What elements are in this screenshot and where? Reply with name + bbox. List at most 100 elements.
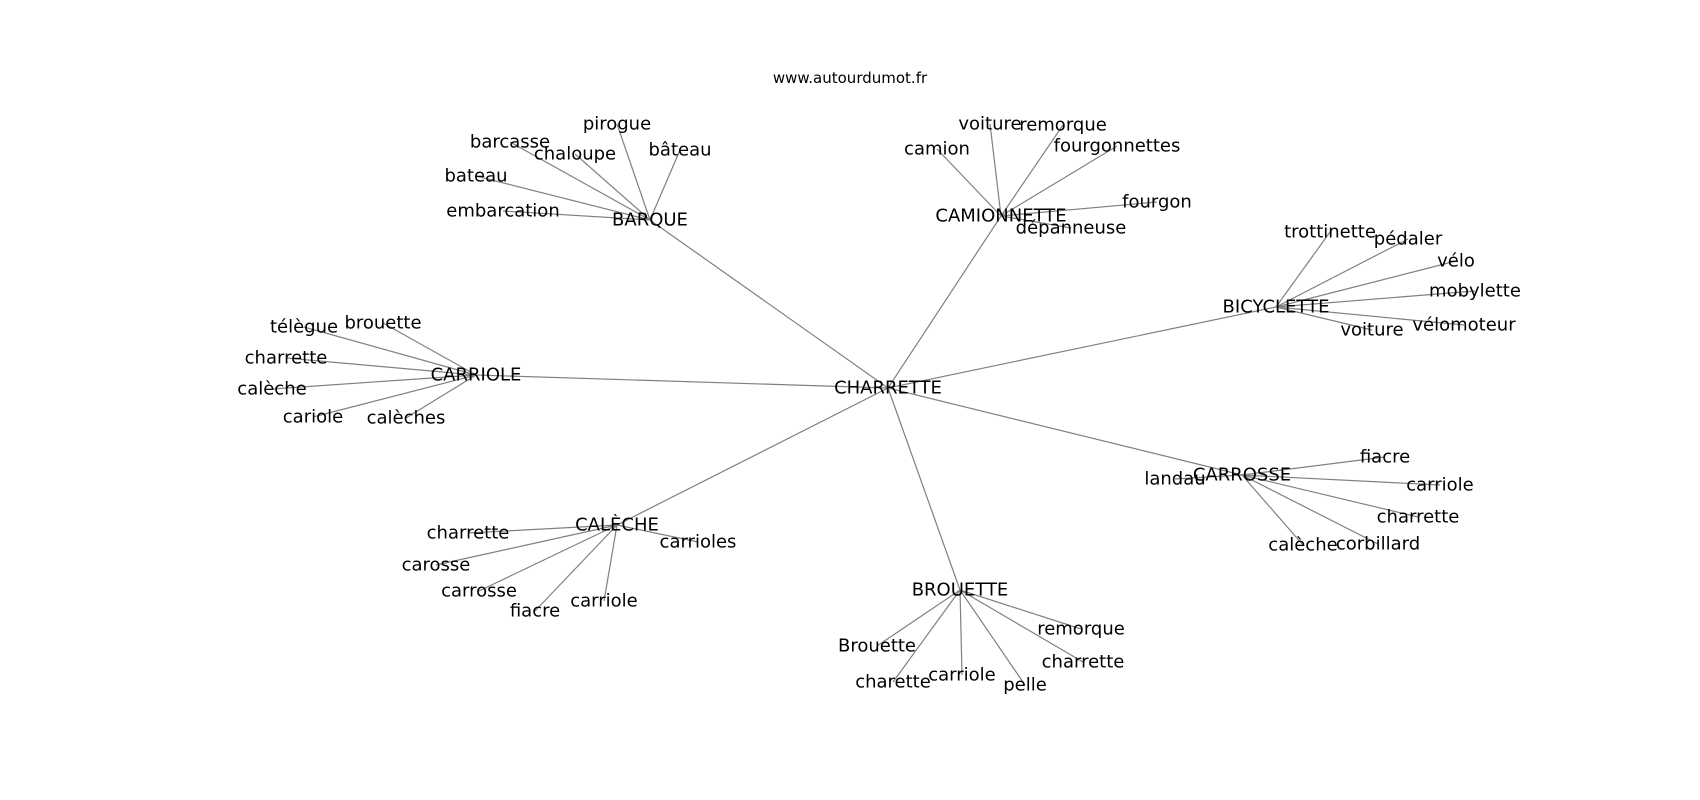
word-node[interactable]: vélo bbox=[1437, 251, 1475, 272]
word-node[interactable]: barcasse bbox=[470, 132, 550, 153]
word-node[interactable]: mobylette bbox=[1429, 281, 1521, 302]
edge-center-to-carriole bbox=[475, 374, 889, 389]
word-node[interactable]: Brouette bbox=[838, 636, 916, 657]
edge-carriole-word bbox=[382, 322, 477, 376]
edge-brouette-word bbox=[959, 589, 1084, 663]
edge-carriole-word bbox=[312, 374, 477, 418]
cluster-node[interactable]: CARROSSE bbox=[1193, 465, 1291, 486]
edge-brouette-word bbox=[876, 589, 961, 647]
edge-camionnette-word bbox=[936, 148, 1002, 217]
edge-center-to-carrosse bbox=[887, 387, 1243, 476]
edge-barque-word bbox=[574, 153, 651, 221]
edge-bicyclette-word bbox=[1275, 290, 1476, 308]
word-node[interactable]: cariole bbox=[283, 407, 343, 428]
word-node[interactable]: voiture bbox=[958, 114, 1021, 135]
edge-carrosse-word bbox=[1241, 456, 1386, 476]
word-node[interactable]: carrioles bbox=[660, 532, 737, 553]
word-node[interactable]: pédaler bbox=[1374, 229, 1443, 250]
edge-calèche-word bbox=[534, 524, 618, 612]
edge-brouette-word bbox=[959, 589, 1082, 630]
word-node[interactable]: calèche bbox=[1268, 535, 1337, 556]
cluster-node[interactable]: CAMIONNETTE bbox=[935, 206, 1066, 227]
edge-bicyclette-word bbox=[1275, 260, 1457, 308]
cluster-node[interactable]: BROUETTE bbox=[912, 580, 1009, 601]
edge-carriole-word bbox=[405, 374, 477, 419]
site-label: www.autourdumot.fr bbox=[773, 69, 928, 87]
word-node[interactable]: embarcation bbox=[446, 201, 559, 222]
word-node[interactable]: charrette bbox=[427, 523, 510, 544]
word-node[interactable]: télègue bbox=[270, 317, 338, 338]
edge-center-to-brouette bbox=[887, 387, 961, 591]
edge-camionnette-word bbox=[1000, 201, 1158, 217]
edge-center-to-bicyclette bbox=[887, 306, 1277, 389]
edge-center-to-calèche bbox=[616, 387, 889, 526]
word-node[interactable]: calèches bbox=[367, 408, 446, 429]
edge-carrosse-word bbox=[1241, 474, 1419, 518]
edge-barque-word bbox=[509, 141, 651, 221]
word-node[interactable]: remorque bbox=[1037, 619, 1125, 640]
edge-barque-word bbox=[502, 210, 651, 221]
edge-carriole-word bbox=[271, 374, 477, 390]
word-node[interactable]: fourgonnettes bbox=[1054, 136, 1181, 157]
edge-barque-word bbox=[616, 123, 651, 221]
word-node[interactable]: voiture bbox=[1340, 320, 1403, 341]
graph-labels: CHARRETTE BARQUE pirogue bâteau barcassechal… bbox=[237, 114, 1521, 696]
cluster-node[interactable]: CALÈCHE bbox=[575, 514, 659, 536]
word-node[interactable]: carriole bbox=[570, 591, 638, 612]
word-node[interactable]: fourgon bbox=[1122, 192, 1192, 213]
edge-calèche-word bbox=[603, 524, 618, 602]
edge-camionnette-word bbox=[989, 123, 1002, 217]
word-node[interactable]: carriole bbox=[1406, 475, 1474, 496]
word-node[interactable]: vélomoteur bbox=[1412, 315, 1516, 336]
edge-bicyclette-word bbox=[1275, 238, 1409, 308]
word-node[interactable]: carrosse bbox=[441, 581, 517, 602]
edge-camionnette-word bbox=[1000, 145, 1118, 217]
edge-carriole-word bbox=[285, 357, 477, 376]
word-node[interactable]: pelle bbox=[1003, 675, 1047, 696]
word-node[interactable]: fiacre bbox=[1360, 447, 1410, 468]
word-node[interactable]: camion bbox=[904, 139, 970, 160]
edge-center-to-barque bbox=[649, 219, 889, 389]
edge-barque-word bbox=[475, 175, 651, 221]
word-node[interactable]: charrette bbox=[245, 348, 328, 369]
word-node[interactable]: bâteau bbox=[648, 140, 711, 161]
edge-carrosse-word bbox=[1241, 474, 1304, 546]
word-node[interactable]: calèche bbox=[237, 379, 306, 400]
edge-carrosse-word bbox=[1241, 474, 1379, 545]
word-node[interactable]: chaloupe bbox=[534, 144, 616, 165]
edge-brouette-word bbox=[959, 589, 1026, 686]
edge-camionnette-word bbox=[1000, 215, 1072, 229]
word-node[interactable]: landau bbox=[1144, 469, 1205, 490]
cluster-node[interactable]: BICYCLETTE bbox=[1223, 297, 1330, 318]
center-node[interactable]: CHARRETTE bbox=[834, 378, 942, 399]
edge-bicyclette-word bbox=[1275, 306, 1465, 326]
word-node[interactable]: bateau bbox=[444, 166, 507, 187]
word-node[interactable]: brouette bbox=[344, 313, 421, 334]
word-node[interactable]: fiacre bbox=[510, 601, 560, 622]
word-node[interactable]: corbillard bbox=[1336, 534, 1420, 555]
word-node[interactable]: dépanneuse bbox=[1016, 218, 1127, 239]
edge-center-to-camionnette bbox=[887, 215, 1002, 389]
word-node[interactable]: charrette bbox=[1042, 652, 1125, 673]
edge-camionnette-word bbox=[1000, 124, 1064, 217]
word-node[interactable]: charrette bbox=[1377, 507, 1460, 528]
cluster-node[interactable]: CARRIOLE bbox=[431, 365, 522, 386]
edge-carriole-word bbox=[303, 326, 477, 376]
word-node[interactable]: remorque bbox=[1019, 115, 1107, 136]
edge-calèche-word bbox=[467, 524, 618, 534]
edge-carrosse-word bbox=[1241, 474, 1441, 486]
graph-edges bbox=[271, 123, 1476, 686]
edge-calèche-word bbox=[616, 524, 699, 543]
word-node[interactable]: carosse bbox=[402, 555, 471, 576]
word-node[interactable]: trottinette bbox=[1284, 222, 1376, 243]
cluster-node[interactable]: BARQUE bbox=[612, 210, 688, 231]
word-node[interactable]: pirogue bbox=[583, 114, 651, 135]
edge-bicyclette-word bbox=[1275, 306, 1373, 331]
edge-calèche-word bbox=[478, 524, 618, 592]
edge-bicyclette-word bbox=[1275, 231, 1331, 308]
word-node[interactable]: charette bbox=[855, 672, 931, 693]
edge-carrosse-word bbox=[1174, 474, 1243, 480]
word-node[interactable]: carriole bbox=[928, 665, 996, 686]
edge-barque-word bbox=[649, 149, 681, 221]
